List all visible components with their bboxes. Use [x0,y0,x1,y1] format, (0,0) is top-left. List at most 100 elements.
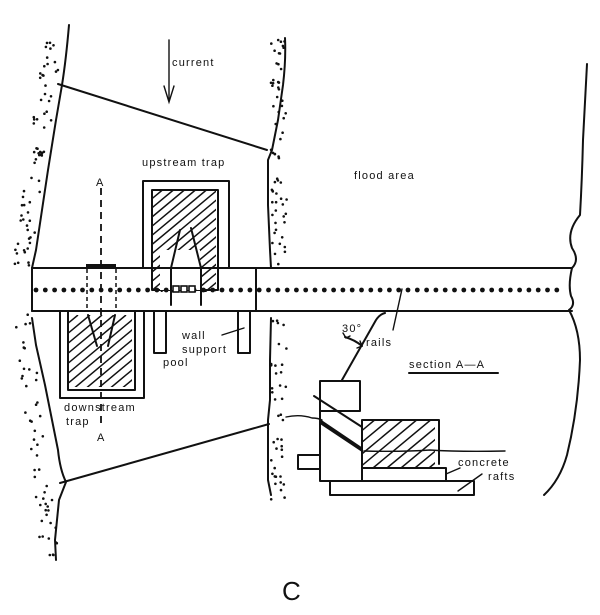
hatch-line [315,190,437,292]
stipple-dot [271,200,274,204]
hatch-line [261,420,319,468]
section-marker-bottom: A [97,432,106,444]
rail-dot [414,287,420,293]
stipple-dot [279,475,282,478]
stipple-dot [271,213,274,217]
stipple-dot [280,448,284,452]
stipple-dot [30,447,33,451]
stipple-dot [282,215,286,218]
stipple-dot [37,179,41,183]
stipple-dot [15,252,19,255]
stipple-dot [24,411,27,414]
rail-dot [42,287,48,293]
hatch-line [271,190,393,292]
stipple-dot [47,99,51,103]
stipple-dot [20,377,24,380]
panel-label: C [282,576,301,606]
stipple-dot [276,38,280,42]
stipple-dot [279,137,282,141]
rail-dot [201,287,206,293]
stipple-dot [16,242,20,246]
rail-dot [284,287,290,293]
hatch-line [370,190,492,292]
stipple-dot [285,198,288,201]
rail-dot [228,287,234,293]
hatch-line [29,190,151,292]
rail-dot [387,287,392,293]
stipple-dot [49,521,52,525]
stipple-dot [40,154,44,157]
rail-dot [340,287,346,293]
hatch-line [0,315,54,390]
hatch-line [0,315,6,390]
rail-dot [433,287,439,293]
hatch-line [282,190,404,292]
rail-dot [405,287,411,293]
hatch-line [0,315,30,390]
stipple-dot [48,553,52,557]
rail-dot [489,287,495,293]
hatch-line [527,420,585,468]
stipple-dot [284,212,288,216]
stipple-dot [274,364,277,367]
hatch-line [293,190,415,292]
stipple-dot [43,64,46,68]
stipple-dot [277,86,280,89]
stipple-dot [34,495,38,499]
stipple-dot [32,122,36,125]
hatch-line [400,438,435,468]
hatch-line [436,190,558,292]
stipple-dot [276,321,280,325]
stipple-dot [281,131,284,134]
stipple-dot [38,150,42,154]
rail-dot [163,287,169,293]
hatch-line [363,420,404,454]
hatch-line [68,319,132,375]
hatch-line [252,315,342,390]
stipple-dot [49,119,53,122]
stipple-dot [274,482,277,486]
stipple-dot [22,249,26,252]
stipple-dot [22,346,26,349]
left-bank-stipple [13,41,60,557]
hatch-line [163,420,221,468]
stipple-dot [275,319,279,323]
hatch-line [204,281,216,292]
rail-dot [424,287,429,293]
hatch-line [98,359,132,387]
wall-support-pool [143,310,251,354]
stipple-dot [42,74,45,77]
stipple-dot [277,110,281,114]
hatch-line [403,190,525,292]
hatch-line [152,190,196,228]
stipple-dot [273,231,276,235]
rail-dot [294,287,299,293]
stipple-dot [274,122,278,126]
stipple-dot [39,503,42,507]
current-label: current [172,57,215,69]
stipple-dot [37,468,41,471]
stipple-dot [273,466,277,470]
hatch-line [233,420,291,468]
stipple-dot [275,447,278,450]
stipple-dot [22,189,26,193]
hatch-line [386,427,435,468]
rail-dot [368,287,374,293]
hatch-line [177,420,235,468]
inclined-rail [341,312,386,381]
hatch-line [193,272,216,292]
stipple-dot [45,41,49,45]
stipple-dot [14,248,17,252]
stipple-dot [275,192,278,195]
rail-dot [247,287,253,293]
stipple-dot [280,444,284,448]
stipple-dot [54,70,58,73]
hatch-line [68,315,79,325]
rail-dot [61,287,67,293]
hatch-line [74,339,132,387]
stipple-dot [33,475,37,479]
stipple-dot [35,454,39,457]
downstream-weir-line [59,423,270,484]
stipple-dot [271,391,274,394]
stipple-dot [273,152,277,156]
